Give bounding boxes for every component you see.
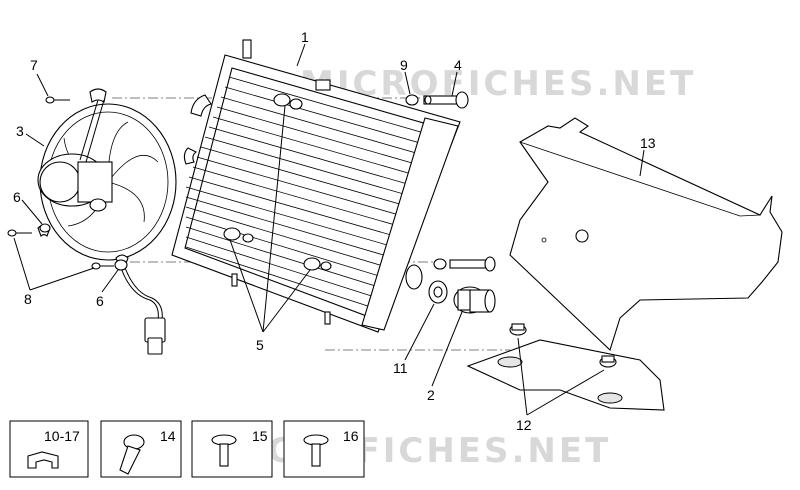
callout-4: 4: [454, 57, 462, 73]
screw-8: [7, 229, 114, 270]
callout-1: 1: [301, 29, 309, 45]
callouts: 1 2 3 4 5 6 6 7 8 9 11 12 13: [13, 29, 656, 433]
legend-label-16: 16: [343, 428, 359, 444]
callout-13: 13: [640, 135, 656, 151]
screw-7: [45, 96, 70, 104]
bolt-top: [405, 91, 469, 109]
grommet-6: [39, 223, 128, 271]
callout-8: 8: [24, 291, 32, 307]
legend-label-15: 15: [252, 428, 268, 444]
callout-6a: 6: [13, 189, 21, 205]
legend-label-14: 14: [160, 428, 176, 444]
callout-6b: 6: [96, 293, 104, 309]
callout-11: 11: [393, 360, 408, 376]
radiator: [171, 39, 461, 333]
legend-box-screw-16: 16: [283, 420, 365, 478]
callout-3: 3: [16, 123, 24, 139]
rubber-mount-top: [273, 93, 303, 110]
rubber-mount-mid: [223, 227, 254, 243]
legend-label-10-17: 10-17: [44, 428, 80, 444]
legend-box-bolt-14: 14: [100, 420, 182, 478]
nut-12-right: [599, 355, 617, 368]
leader-lines: [13, 43, 645, 416]
radiator-shroud: [466, 117, 783, 411]
callout-12: 12: [516, 417, 532, 433]
bolt-bottom: [433, 256, 496, 272]
callout-7: 7: [30, 57, 38, 73]
callout-5: 5: [256, 337, 264, 353]
watermark-bottom: MICROFICHES.NET: [215, 431, 611, 471]
legend-box-clip: 10-17: [9, 420, 89, 478]
nut-12-left: [509, 323, 527, 336]
callout-2: 2: [427, 387, 435, 403]
legend-box-screw-15: 15: [191, 420, 273, 478]
callout-9: 9: [400, 57, 408, 73]
washer-11: [428, 280, 448, 304]
thermo-switch-2: [453, 286, 496, 314]
rubber-mount-low: [303, 257, 332, 271]
cooling-fan: [37, 88, 177, 355]
